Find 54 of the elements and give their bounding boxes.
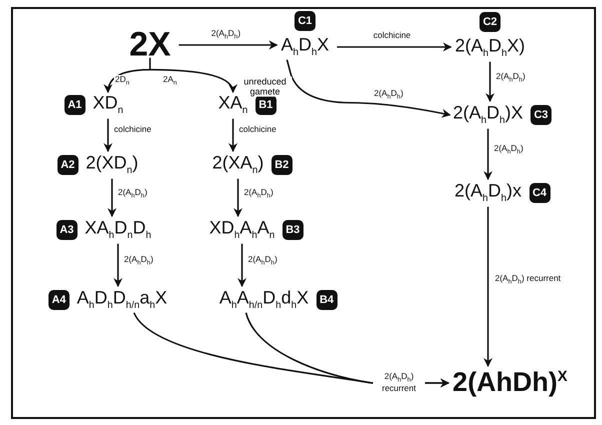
- step-badge: A4: [48, 290, 70, 310]
- step-badge: B4: [316, 290, 338, 310]
- edge-label: 2(A$_{h}$D$_{h}$): [117, 188, 148, 200]
- edge-label: colchicine: [238, 125, 278, 134]
- edge-label: 2(A$_{h}$D$_{h}$) recurrent: [494, 274, 562, 286]
- genome-formula: XD$_{n}$: [92, 93, 124, 117]
- edge-label: 2(A$_{h}$D$_{h}$): [493, 144, 524, 156]
- genome-formula: A$_{h}$D$_{h}$D$_{h/n}$a$_{h}$X: [76, 288, 168, 312]
- arrow: [178, 40, 278, 50]
- step-badge: A1: [64, 95, 86, 115]
- genome-formula: 2X: [129, 26, 171, 64]
- genome-formula: XD$_{h}$A$_{h}$A$_{n}$: [209, 218, 275, 242]
- edge-label: 2(A$_{h}$D$_{h}$): [123, 255, 154, 267]
- step-badge: C1: [294, 11, 316, 32]
- genome-formula: 2(AhDh)$^{X}$: [452, 368, 568, 398]
- edge-label: colchicine: [113, 125, 152, 134]
- step-badge: B1: [255, 95, 276, 115]
- arrow: [286, 60, 451, 118]
- arrow: [484, 128, 492, 180]
- edge-label: 2(A$_{h}$D$_{h}$): [247, 255, 278, 267]
- genome-formula: 2(A$_{h}$D$_{h}$)X: [453, 103, 523, 127]
- step-badge: C3: [530, 105, 552, 125]
- arrow: [108, 178, 116, 218]
- arrow: [114, 244, 122, 288]
- genome-formula: 2(XA$_{n}$): [212, 153, 264, 177]
- edge-label: 2(A$_{h}$D$_{h}$): [495, 72, 526, 84]
- genome-formula: A$_{h}$A$_{h/n}$D$_{h}$d$_{h}$X: [219, 288, 309, 312]
- edge-label: 2(A$_{h}$D$_{h}$): [210, 29, 242, 41]
- genome-formula: 2(A$_{h}$D$_{h}$X): [455, 36, 525, 60]
- step-badge: C4: [529, 183, 550, 203]
- arrow: [238, 244, 246, 288]
- arrow: [150, 68, 236, 94]
- step-badge: A2: [57, 155, 78, 175]
- arrow: [104, 58, 151, 94]
- edge-label: 2(A$_{h}$D$_{h}$): [243, 188, 274, 200]
- edge-label: colchicine: [372, 31, 412, 40]
- edge-label: 2A$_{n}$: [162, 74, 178, 86]
- edge-label: 2(A$_{h}$D$_{h}$): [372, 88, 404, 100]
- step-badge: B2: [271, 155, 292, 175]
- arrow: [228, 118, 238, 152]
- step-badge: C2: [480, 12, 500, 32]
- genome-formula: 2(XD$_{n}$): [86, 153, 138, 177]
- arrow: [337, 42, 452, 52]
- arrow: [104, 118, 112, 152]
- arrow: [234, 178, 242, 218]
- genome-formula: 2(A$_{h}$D$_{h}$)x: [454, 181, 522, 205]
- arrow: [484, 206, 492, 368]
- genome-formula: A$_{h}$D$_{h}$X: [280, 35, 330, 59]
- edge-label: 2(A$_{h}$D$_{h}$) recurrent: [373, 371, 425, 394]
- step-badge: A3: [56, 220, 78, 240]
- edge-label: 2D$_{n}$: [114, 74, 130, 86]
- arrow: [486, 62, 494, 102]
- genome-formula: XA$_{h}$D$_{n}$D$_{h}$: [84, 218, 152, 242]
- step-badge: B3: [282, 220, 304, 240]
